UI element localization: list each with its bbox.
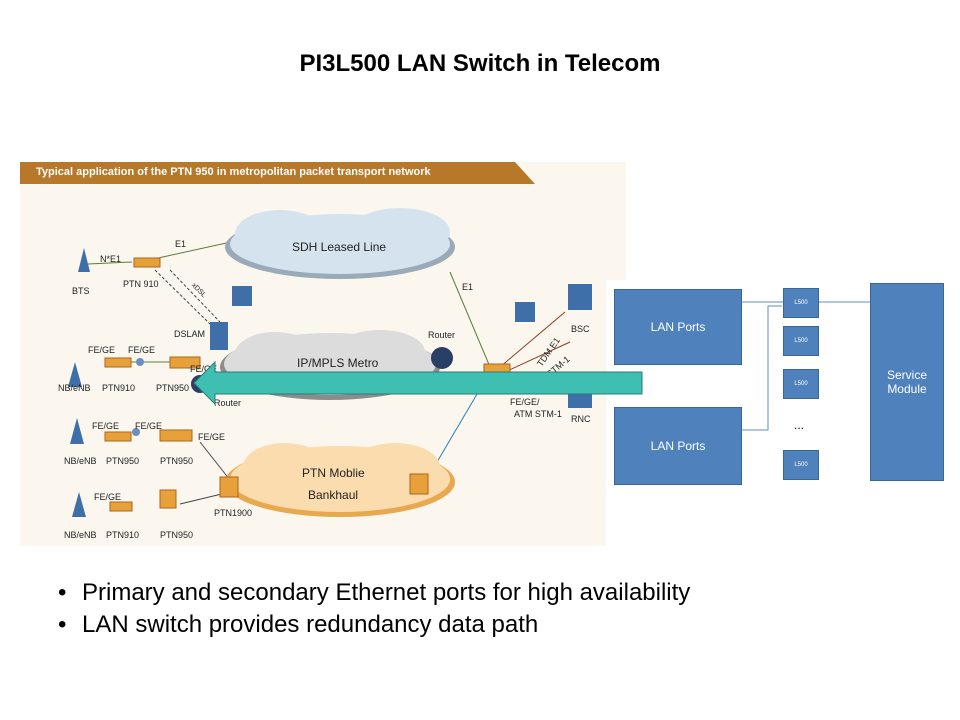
label-ptn950-3: PTN950 <box>160 456 194 466</box>
label-ptn950-1: PTN950 <box>156 383 190 393</box>
label-nbenb-1: NB/eNB <box>58 383 91 393</box>
service-module-line1: Service <box>886 368 927 382</box>
network-figure: Typical application of the PTN 950 in me… <box>20 162 626 546</box>
label-fege-atm-1: FE/GE/ <box>510 397 540 407</box>
label-fege-atm-2: ATM STM-1 <box>514 409 562 419</box>
bullet-list: Primary and secondary Ethernet ports for… <box>58 577 690 641</box>
ptn-cloud-label-1: PTN Moblie <box>302 466 365 480</box>
chips-ellipsis: ... <box>794 418 805 432</box>
label-fege-2: FE/GE <box>128 345 156 355</box>
bullet-item: Primary and secondary Ethernet ports for… <box>58 577 690 609</box>
sdh-cloud-label: SDH Leased Line <box>292 240 387 254</box>
label-rnc: RNC <box>571 414 591 424</box>
label-ptn910-top: PTN 910 <box>123 279 159 289</box>
label-fege-1: FE/GE <box>88 345 116 355</box>
figure-header-bar <box>20 162 535 184</box>
sdh-cloud <box>225 208 455 279</box>
label-ptn1900: PTN1900 <box>214 508 253 518</box>
lan-ports-top: LAN Ports <box>614 289 742 365</box>
block-diagram-wires <box>741 301 870 431</box>
label-ptn910-1: PTN910 <box>102 383 136 393</box>
label-router-center: Router <box>428 330 456 340</box>
label-ptn950-4: PTN950 <box>160 530 194 540</box>
label-ptn910-2: PTN910 <box>106 530 140 540</box>
label-fege-5: FE/GE <box>135 421 163 431</box>
label-router-left: Router <box>214 398 242 408</box>
block-diagram: LAN Ports LAN Ports L500 L500 L500 ... L… <box>606 280 960 546</box>
lan-ports-bottom: LAN Ports <box>614 407 742 485</box>
label-e1-right: E1 <box>462 282 474 292</box>
ipmpls-cloud-label: IP/MPLS Metro <box>297 356 379 370</box>
label-nxe1: N*E1 <box>100 254 122 264</box>
slide-title: PI3L500 LAN Switch in Telecom <box>299 50 661 77</box>
label-nbenb-2: NB/eNB <box>64 456 97 466</box>
label-bts: BTS <box>72 286 90 296</box>
service-module: Service Module <box>870 283 944 481</box>
label-e1-top: E1 <box>175 239 187 249</box>
l500-chip-4: L500 <box>783 450 819 480</box>
service-module-line2: Module <box>887 382 927 396</box>
label-fege-4: FE/GE <box>92 421 120 431</box>
label-fege-7: FE/GE <box>94 492 122 502</box>
label-bsc: BSC <box>571 324 590 334</box>
label-fege-6: FE/GE <box>198 432 226 442</box>
ptn-cloud-label-2: Bankhaul <box>308 488 359 502</box>
label-dslam: DSLAM <box>174 329 206 339</box>
figure-header: Typical application of the PTN 950 in me… <box>36 166 431 178</box>
label-fege-3: FE/GE <box>190 364 218 374</box>
l500-chip-2: L500 <box>783 326 819 356</box>
label-ptn950-2: PTN950 <box>106 456 140 466</box>
bullet-item: LAN switch provides redundancy data path <box>58 609 690 641</box>
l500-chip-1: L500 <box>783 288 819 318</box>
l500-chip-3: L500 <box>783 369 819 399</box>
label-nbenb-3: NB/eNB <box>64 530 97 540</box>
